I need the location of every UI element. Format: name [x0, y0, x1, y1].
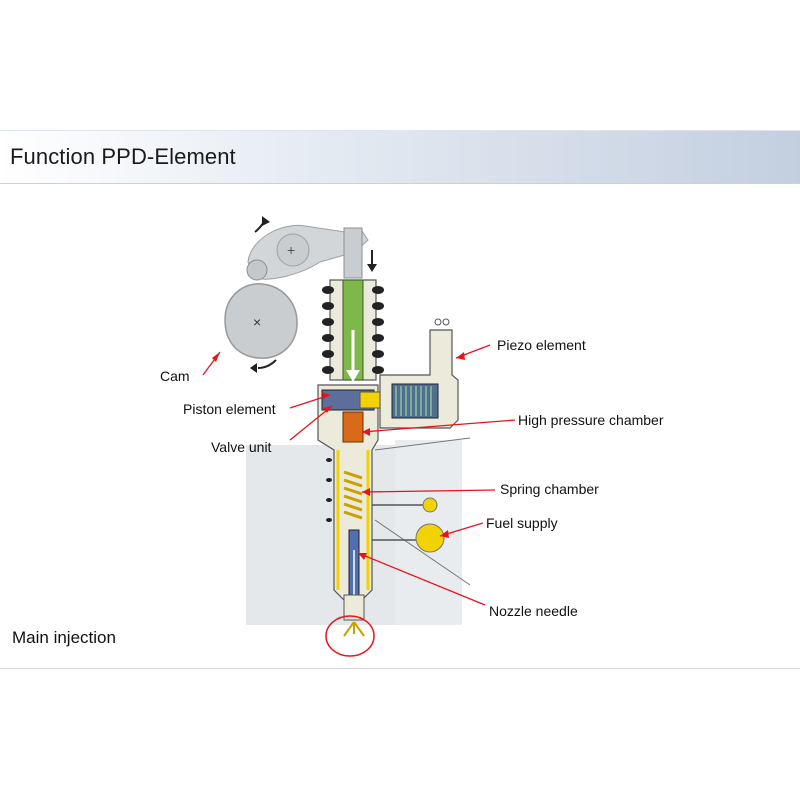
injection-highlight-circle — [325, 615, 375, 657]
label-cam: Cam — [160, 368, 190, 384]
cam: × — [224, 283, 298, 373]
nozzle-spray — [343, 621, 365, 637]
label-valve-unit: Valve unit — [211, 439, 272, 455]
label-spring-chamber: Spring chamber — [500, 481, 599, 497]
callout-arrowheads — [212, 352, 465, 560]
caption-main-injection: Main injection — [12, 628, 116, 647]
label-piston-element: Piston element — [183, 401, 276, 417]
injector-upper — [322, 279, 384, 382]
title-bar: Function PPD-Element — [0, 130, 800, 184]
motion-arrow-down-icon — [367, 250, 377, 272]
svg-text:+: + — [287, 242, 295, 258]
label-high-pressure-chamber: High pressure chamber — [518, 412, 664, 428]
svg-text:×: × — [253, 314, 261, 330]
injector-body — [317, 384, 445, 621]
label-fuel-supply: Fuel supply — [486, 515, 558, 531]
footer-divider — [0, 668, 800, 669]
label-piezo-element: Piezo element — [497, 337, 586, 353]
label-nozzle-needle: Nozzle needle — [489, 603, 578, 619]
piezo-housing — [379, 318, 459, 429]
slide-title: Function PPD-Element — [10, 144, 236, 169]
rocker-arm: + — [246, 216, 369, 281]
